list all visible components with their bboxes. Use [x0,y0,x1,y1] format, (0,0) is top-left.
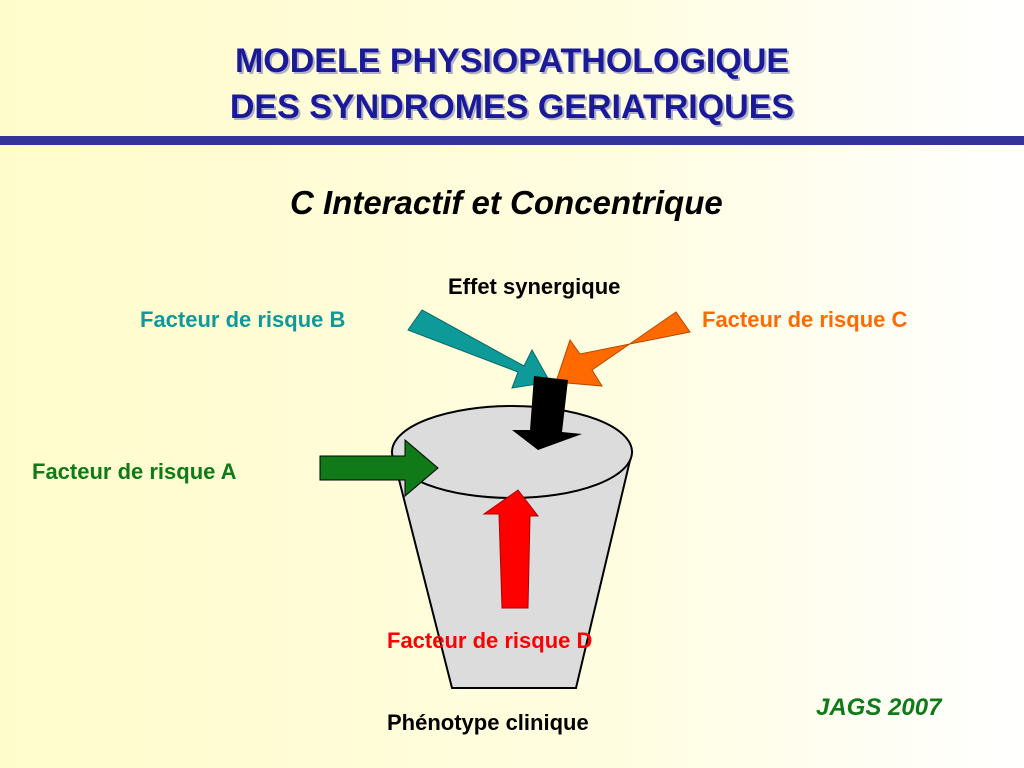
phenotype-label: Phénotype clinique [387,710,589,735]
factor-a-arrow [319,438,439,498]
slide-subtitle: C Interactif et Concentrique [290,184,723,221]
factor-c-label: Facteur de risque C [702,307,908,332]
source-citation: JAGS 2007 [816,694,942,721]
factor-b-label: Facteur de risque B [140,307,346,332]
synergy-arrow [512,376,582,450]
factor-d-label: Facteur de risque D [387,628,593,653]
factor-c-arrow [555,311,691,387]
cup-top [391,405,633,499]
slide-title: MODELE PHYSIOPATHOLOGIQUE DES SYNDROMES … [0,38,1024,130]
factor-b-arrow [407,309,551,389]
factor-d-arrow [482,489,540,609]
factor-a-label: Facteur de risque A [32,459,237,484]
title-line-1: MODELE PHYSIOPATHOLOGIQUE [234,42,790,80]
title-divider [0,136,1024,145]
title-line-2: DES SYNDROMES GERIATRIQUES [229,88,795,126]
effect-label: Effet synergique [448,274,621,299]
